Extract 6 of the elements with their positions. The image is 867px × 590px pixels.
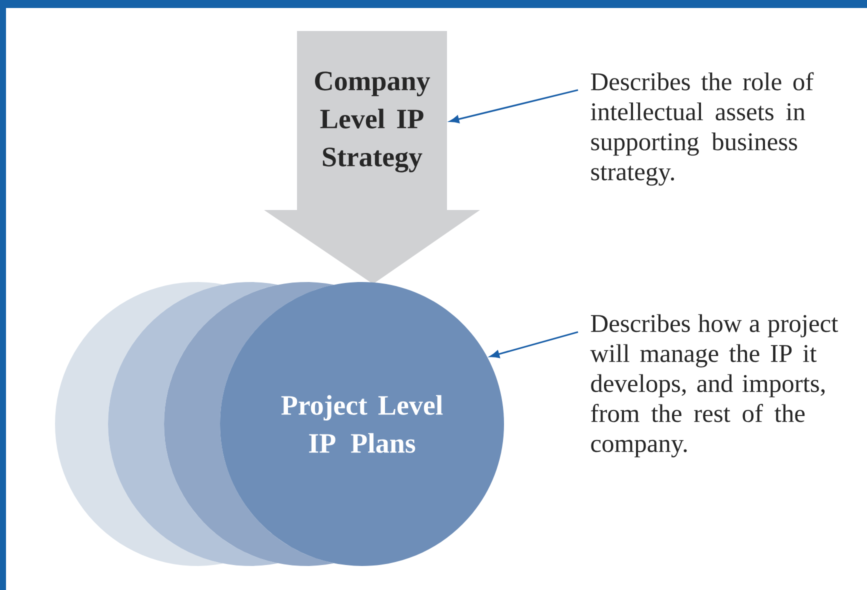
callout-text: Describes the role of intellectual assets in supporting business strategy. <box>590 72 814 186</box>
arrow <box>490 331 578 358</box>
arrow <box>450 89 578 124</box>
layer-crescent <box>55 282 224 566</box>
layer-crescent <box>108 282 278 566</box>
callout-text: Describes how a project will manage the IP it develops, and imports, from the rest of the company. <box>590 314 838 458</box>
